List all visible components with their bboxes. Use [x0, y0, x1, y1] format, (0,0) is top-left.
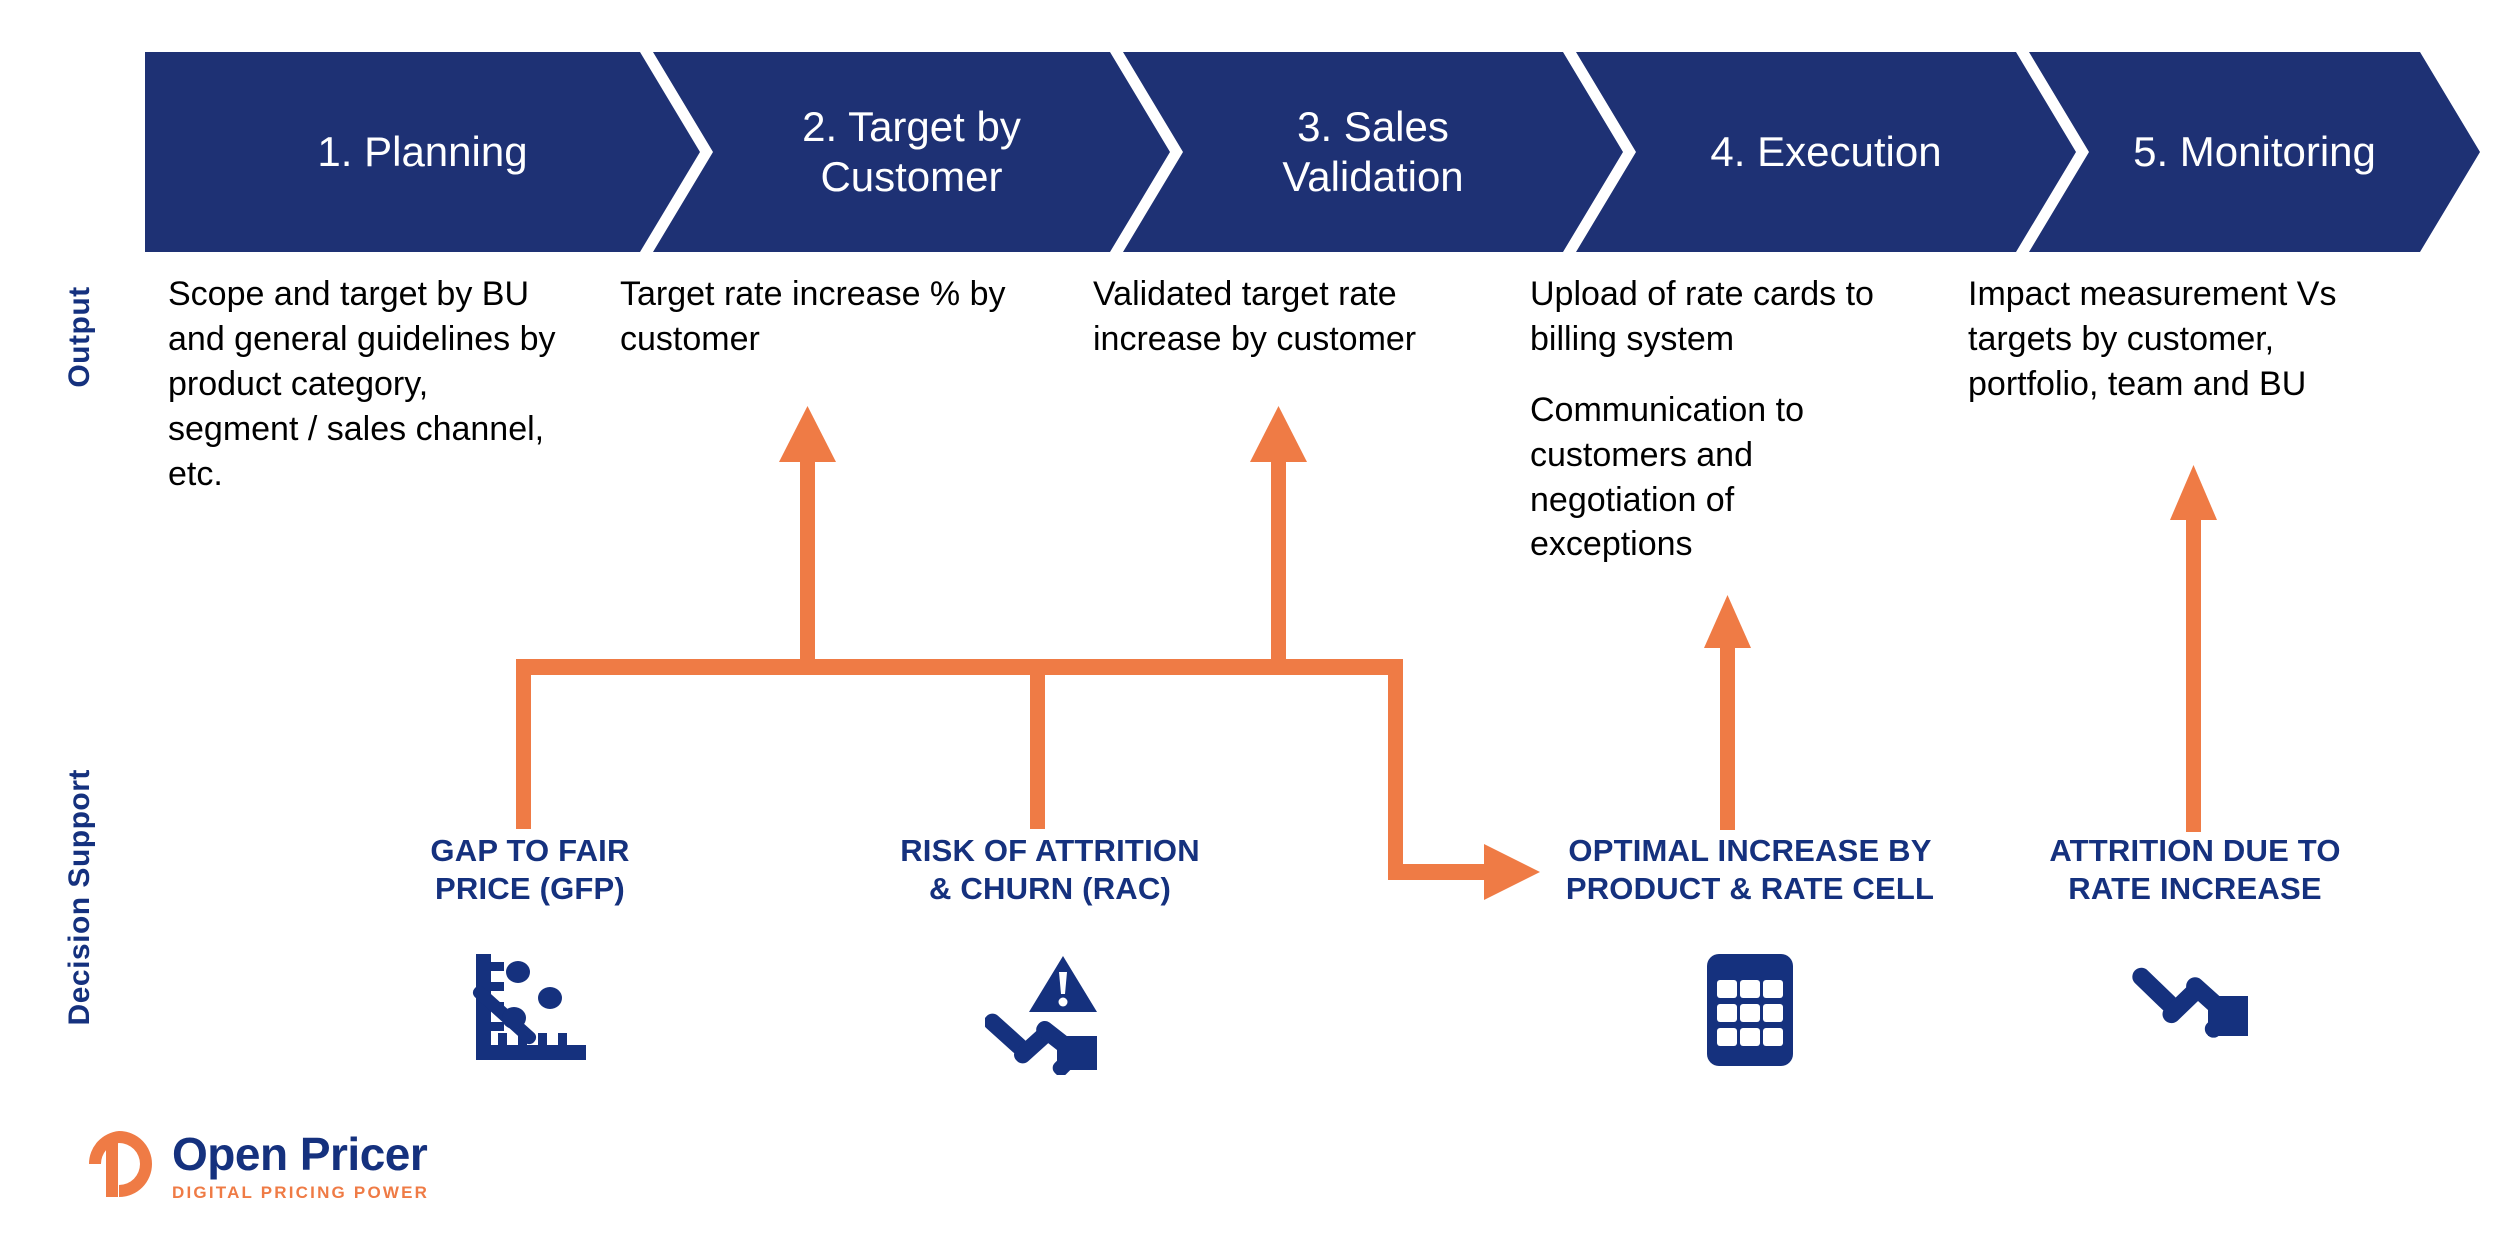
process-step-5-label: 5. Monitoring: [2133, 128, 2376, 176]
decision-support-item-2-title: RISK OF ATTRITION & CHURN (RAC): [900, 833, 1200, 906]
scatter-chart-decline-icon: [380, 950, 680, 1080]
output-column-5-paragraph-1: Impact measurement Vs targets by custome…: [1968, 275, 2337, 403]
row-label-output: Output: [63, 286, 96, 388]
decision-support-item-4[interactable]: ATTRITION DUE TO RATE INCREASE: [2005, 832, 2385, 1080]
process-step-3[interactable]: 3. Sales Validation: [1123, 52, 1623, 252]
output-column-1: Scope and target by BU and general guide…: [168, 272, 558, 496]
process-banner: 1. Planning 2. Target by Customer 3. Sal…: [145, 52, 2480, 252]
connector-arrow-to-step-4: [1704, 595, 1751, 830]
decision-support-item-3-title: OPTIMAL INCREASE BY PRODUCT & RATE CELL: [1565, 833, 1935, 906]
open-pricer-p-mark: [80, 1125, 158, 1208]
output-column-5: Impact measurement Vs targets by custome…: [1968, 272, 2398, 407]
warning-declining-arrow-icon: [845, 950, 1255, 1080]
process-step-5[interactable]: 5. Monitoring: [2029, 52, 2480, 252]
open-pricer-logo: Open Pricer DIGITAL PRICING POWER: [80, 1125, 429, 1208]
connector-arrow-to-step-3: [1250, 406, 1307, 670]
declining-arrow-icon: [2005, 950, 2385, 1080]
output-column-4: Upload of rate cards to billing system C…: [1530, 272, 1900, 567]
connector-drop-gfp: [516, 659, 531, 829]
process-step-4[interactable]: 4. Execution: [1576, 52, 2076, 252]
decision-support-item-2[interactable]: RISK OF ATTRITION & CHURN (RAC): [845, 832, 1255, 1080]
logo-tagline: DIGITAL PRICING POWER: [172, 1182, 430, 1202]
decision-support-item-1-title: GAP TO FAIR PRICE (GFP): [430, 833, 630, 906]
output-column-4-paragraph-1: Upload of rate cards to billing system: [1530, 275, 1874, 358]
process-step-1[interactable]: 1. Planning: [145, 52, 700, 252]
connector-arrow-to-step-2: [779, 406, 836, 670]
row-label-decision-support: Decision Support: [62, 769, 96, 1026]
connector-bus-bar: [516, 659, 1403, 675]
output-column-2-paragraph-1: Target rate increase % by customer: [620, 275, 1006, 358]
process-step-2-label: 2. Target by Customer: [802, 103, 1021, 200]
output-column-2: Target rate increase % by customer: [620, 272, 1020, 362]
output-column-3-paragraph-1: Validated target rate increase by custom…: [1093, 275, 1417, 358]
connector-elbow-to-optimal-increase: [1388, 659, 1540, 900]
output-column-3: Validated target rate increase by custom…: [1093, 272, 1493, 362]
connector-arrow-to-step-5: [2170, 465, 2217, 832]
grid-table-icon: [1530, 950, 1970, 1080]
decision-support-item-1[interactable]: GAP TO FAIR PRICE (GFP): [380, 832, 680, 1080]
process-step-3-label: 3. Sales Validation: [1282, 103, 1464, 200]
decision-support-item-3[interactable]: OPTIMAL INCREASE BY PRODUCT & RATE CELL: [1530, 832, 1970, 1080]
output-column-4-paragraph-2: Communication to customers and negotiati…: [1530, 390, 1805, 564]
connector-drop-rac: [1030, 667, 1045, 829]
process-step-4-label: 4. Execution: [1710, 128, 1942, 176]
process-step-1-label: 1. Planning: [317, 128, 528, 176]
decision-support-item-4-title: ATTRITION DUE TO RATE INCREASE: [2049, 833, 2341, 906]
output-column-1-paragraph-1: Scope and target by BU and general guide…: [168, 275, 556, 493]
logo-name: Open Pricer: [172, 1127, 428, 1180]
process-step-2[interactable]: 2. Target by Customer: [653, 52, 1170, 252]
